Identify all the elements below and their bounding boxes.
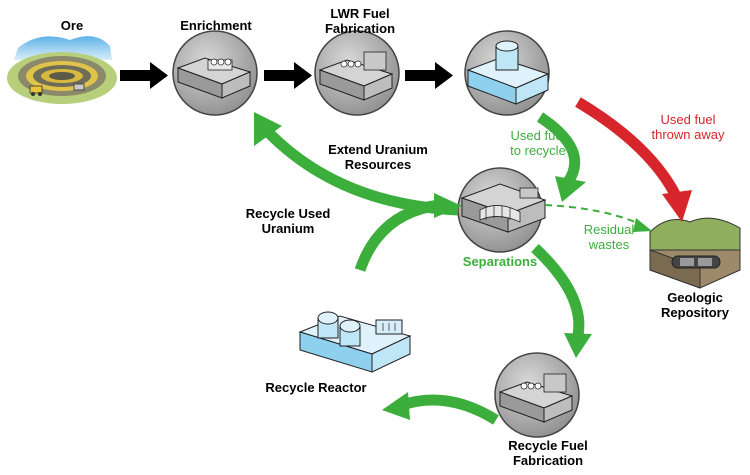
label-used-fuel-recycle-line1: Used fuel (510, 128, 566, 143)
flow-arrow-fabrication-to-reactor (405, 62, 453, 89)
label-used-fuel-recycle-line2: to recycle (510, 143, 566, 158)
label-enrichment: Enrichment (180, 18, 252, 33)
lwr-reactor-icon (464, 30, 550, 116)
arrow-separations-to-recycle-fuel (531, 243, 592, 358)
label-ore: Ore (60, 18, 84, 33)
label-residual-wastes-line1: Residual (583, 222, 635, 237)
label-geologic-repository: Geologic Repository (652, 290, 738, 320)
label-recycle-fuel-fabrication-line2: Fabrication (512, 453, 584, 468)
label-extend-uranium-line1: Extend Uranium (328, 142, 428, 157)
label-used-fuel-thrown-away: Used fuel thrown away (640, 112, 736, 142)
label-recycle-used-uranium-line1: Recycle Used (245, 206, 331, 221)
label-used-fuel-thrown-line2: thrown away (651, 127, 725, 142)
ore-mine-icon (7, 36, 117, 104)
label-used-fuel-to-recycle: Used fuel to recycle (500, 128, 576, 158)
lwr-fuel-fabrication-icon (314, 30, 400, 116)
arrow-used-fuel-to-separations (536, 112, 586, 202)
arrow-recycle-fuel-to-reactor (382, 392, 499, 425)
label-geologic-repository-line1: Geologic (667, 290, 723, 305)
label-recycle-fuel-fabrication-line1: Recycle Fuel (508, 438, 588, 453)
label-separations: Separations (462, 254, 538, 269)
label-recycle-used-uranium-line2: Uranium (261, 221, 315, 236)
label-lwr-fuel-fabrication-line1: LWR Fuel (330, 6, 390, 21)
flow-arrow-ore-to-enrichment (120, 62, 168, 89)
label-geologic-repository-line2: Repository (661, 305, 729, 320)
label-recycle-reactor: Recycle Reactor (265, 380, 367, 395)
label-residual-wastes: Residual wastes (576, 222, 642, 252)
label-recycle-fuel-fabrication: Recycle Fuel Fabrication (496, 438, 600, 468)
arrow-reactor-to-separations (354, 193, 462, 272)
flow-arrow-enrichment-to-fabrication (264, 62, 312, 89)
label-lwr-fuel-fabrication: LWR Fuel Fabrication (312, 6, 408, 36)
enrichment-facility-icon (172, 30, 258, 116)
arrow-residual-wastes-dashed (544, 204, 652, 232)
label-extend-uranium-line2: Resources (344, 157, 412, 172)
recycle-reactor-icon (298, 311, 412, 373)
arrow-used-fuel-thrown-away (575, 97, 692, 222)
geologic-repository-icon (649, 217, 741, 289)
label-residual-wastes-line2: wastes (588, 237, 630, 252)
separations-facility-icon (457, 167, 547, 253)
label-recycle-used-uranium: Recycle Used Uranium (236, 206, 340, 236)
label-lwr-fuel-fabrication-line2: Fabrication (324, 21, 396, 36)
label-used-fuel-thrown-line1: Used fuel (660, 112, 716, 127)
label-extend-uranium-resources: Extend Uranium Resources (318, 142, 438, 172)
recycle-fuel-fabrication-icon (494, 352, 580, 438)
